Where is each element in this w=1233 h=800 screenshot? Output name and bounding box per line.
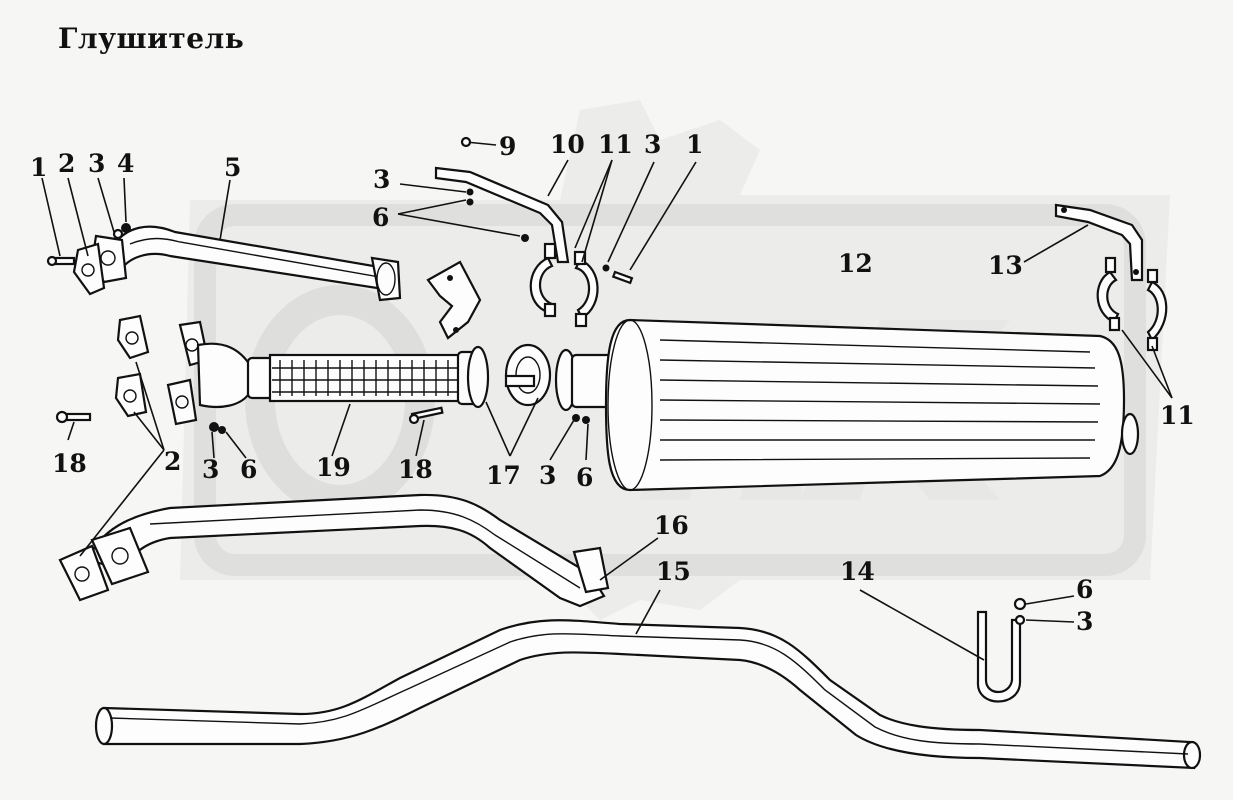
washer-3-mid — [602, 264, 610, 272]
bolt-18-center — [408, 406, 444, 425]
label-3-a: 3 — [88, 149, 105, 178]
label-1-a: 1 — [30, 153, 47, 182]
clamp-17 — [466, 343, 578, 412]
label-14: 14 — [840, 557, 875, 586]
nut-4 — [121, 223, 131, 233]
label-18-a: 18 — [52, 449, 87, 478]
label-15: 15 — [656, 557, 691, 586]
label-9: 9 — [499, 132, 516, 161]
label-18-b: 18 — [398, 455, 433, 484]
label-11-b: 11 — [1160, 401, 1195, 430]
label-3-b: 3 — [644, 130, 661, 159]
bolt-18-left — [55, 410, 92, 424]
label-19: 19 — [316, 453, 351, 482]
gasket-2-left — [114, 314, 150, 418]
label-4: 4 — [117, 149, 134, 178]
label-2-b: 2 — [164, 447, 181, 476]
bolt-1-top — [46, 255, 76, 267]
flex-pipe-19 — [246, 350, 482, 406]
leader-lines — [41, 159, 1173, 661]
label-6-a: 6 — [372, 203, 389, 232]
mount-bracket — [426, 260, 482, 340]
label-10: 10 — [550, 130, 585, 159]
y-downpipe — [166, 320, 252, 434]
bracket-13 — [1054, 203, 1144, 282]
label-11-a: 11 — [598, 130, 633, 159]
u-bolt-14 — [976, 597, 1027, 703]
label-3-c: 3 — [373, 165, 390, 194]
label-6-c: 6 — [576, 463, 593, 492]
tail-pipe-15 — [94, 619, 1202, 770]
intermediate-pipe-16 — [58, 493, 610, 608]
washer-3-top — [112, 228, 124, 240]
label-2-a: 2 — [58, 149, 75, 178]
bolt-1-mid — [611, 270, 634, 285]
label-6-b: 6 — [240, 455, 257, 484]
label-5: 5 — [224, 153, 241, 182]
label-17: 17 — [486, 461, 521, 490]
gasket-2-top — [72, 242, 106, 296]
label-12: 12 — [838, 249, 873, 278]
muffler-12 — [570, 318, 1140, 492]
clamp-11-left — [529, 242, 599, 328]
label-6-d: 6 — [1076, 575, 1093, 604]
label-16: 16 — [654, 511, 689, 540]
nut-6-center — [582, 416, 590, 424]
bracket-10 — [434, 136, 570, 264]
label-3-f: 3 — [1076, 607, 1093, 636]
label-1-b: 1 — [686, 130, 703, 159]
label-3-d: 3 — [202, 455, 219, 484]
callout-labels: 1 2 3 4 5 9 10 11 3 1 3 6 12 13 11 18 2 … — [30, 130, 1195, 636]
clamp-11-right — [1096, 256, 1168, 352]
page-title: Глушитель — [58, 22, 245, 55]
label-3-e: 3 — [539, 461, 556, 490]
label-13: 13 — [988, 251, 1023, 280]
